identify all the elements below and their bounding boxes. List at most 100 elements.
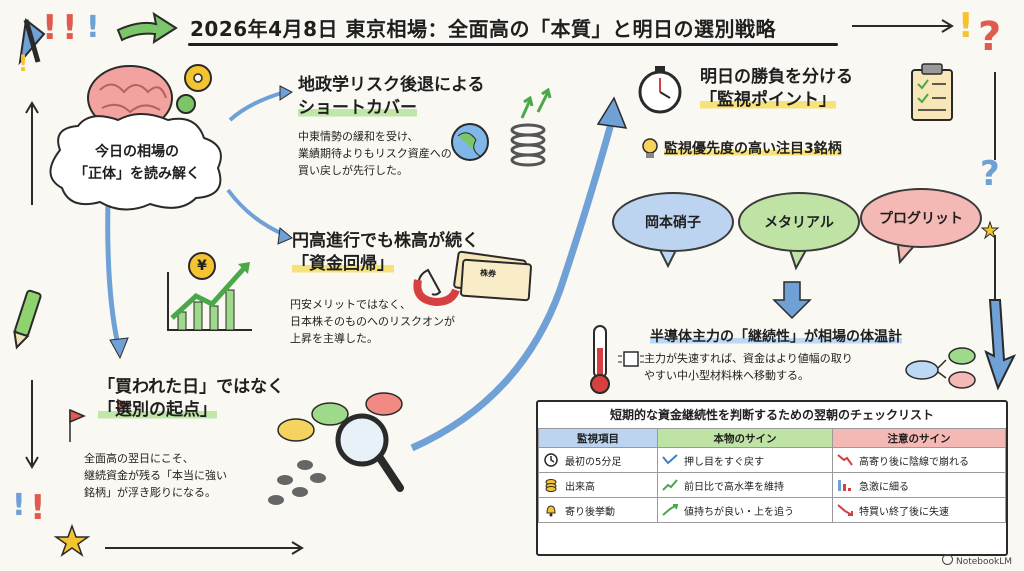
brand-label: NotebookLM bbox=[941, 554, 1012, 567]
section2-body: 円安メリットではなく、 日本株そのものへのリスクオンが 上昇を主導した。 bbox=[290, 296, 455, 347]
stopwatch-icon bbox=[638, 66, 682, 114]
center-cloud-line1: 今日の相場の bbox=[95, 144, 179, 160]
watch-heading-line1: 明日の勝負を分ける bbox=[700, 67, 853, 87]
coins-icon bbox=[543, 477, 559, 493]
section2-body-line: 日本株そのものへのリスクオンが bbox=[290, 315, 455, 329]
rising-chart-icon bbox=[167, 262, 252, 331]
semiconductor-body-line: やすい中小型材料株へ移動する。 bbox=[644, 369, 809, 383]
section2-heading-line2: 「資金回帰」 bbox=[292, 253, 394, 274]
checklist-header-row: 監視項目 本物のサイン 注意のサイン bbox=[538, 428, 1006, 448]
brand-logo-icon bbox=[941, 554, 953, 565]
down-arrow-red-icon bbox=[837, 452, 853, 468]
section1-heading-line1: 地政学リスク後退による bbox=[298, 75, 485, 95]
clipboard-icon bbox=[911, 63, 953, 121]
star-small-icon bbox=[980, 220, 1000, 240]
stock-bubble-okamoto: 岡本硝子 bbox=[612, 192, 734, 252]
watch-heading-line2: 「監視ポイント」 bbox=[700, 89, 836, 110]
stock-name: 岡本硝子 bbox=[645, 215, 701, 231]
flow-diagram-icon bbox=[905, 347, 976, 389]
checklist-title: 短期的な資金継続性を判断するための翌朝のチェックリスト bbox=[609, 408, 934, 422]
section3-body-line: 全面高の翌日にこそ、 bbox=[84, 452, 194, 465]
arrow-down-icon bbox=[772, 281, 812, 320]
clock-icon bbox=[543, 452, 559, 468]
row-item: 最初の5分足 bbox=[565, 456, 622, 468]
footprints-icon bbox=[268, 460, 326, 505]
section3-body-line: 継続資金が残る「本当に強い bbox=[84, 469, 227, 483]
magnifier-icon bbox=[335, 413, 404, 492]
bubble-red-icon bbox=[365, 392, 403, 416]
checklist-panel: 短期的な資金継続性を判断するための翌朝のチェックリスト 監視項目 本物のサイン … bbox=[536, 400, 1008, 556]
brand-text: NotebookLM bbox=[955, 557, 1012, 567]
arrow-right-green-icon bbox=[116, 11, 178, 44]
lightbulb-icon bbox=[642, 138, 658, 158]
header-real: 本物のサイン bbox=[657, 428, 833, 448]
up-arrows-icon bbox=[520, 87, 552, 119]
table-row: 寄り後挙動 値持ちが良い・上を追う 特買い終了後に失速 bbox=[538, 497, 1006, 523]
header-caution: 注意のサイン bbox=[832, 428, 1006, 448]
certificate-label: 株券 bbox=[479, 268, 497, 279]
center-cloud-text: 今日の相場の 「正体」を読み解く bbox=[62, 142, 212, 185]
arrow-to-section3 bbox=[105, 199, 121, 346]
thought-cloud bbox=[49, 113, 222, 211]
exclaim-mark-red-2: ! bbox=[62, 8, 78, 48]
section-watch-points: 明日の勝負を分ける 「監視ポイント」 bbox=[700, 66, 853, 112]
semiconductor-body: 主力が失速すれば、資金はより値幅の取り やすい中小型材料株へ移動する。 bbox=[644, 350, 853, 384]
up-arrow-green-icon bbox=[662, 477, 678, 493]
section-selection-start: 「買われた日」ではなく 「選別の起点」 bbox=[98, 376, 284, 422]
section2-body-line: 円安メリットではなく、 bbox=[290, 298, 411, 311]
watch-sub-heading: 監視優先度の高い注目3銘柄 bbox=[664, 138, 842, 158]
thermometer-icon bbox=[590, 325, 610, 394]
section-money-return: 円高進行でも株高が続く 「資金回帰」 bbox=[292, 230, 479, 276]
exclaim-mark-yellow-right: ! bbox=[958, 6, 974, 46]
title-underline bbox=[188, 43, 838, 46]
star-icon bbox=[53, 523, 91, 557]
magnet-icon bbox=[413, 268, 460, 307]
semiconductor-heading-text: 半導体主力の「継続性」が相場の体温計 bbox=[650, 329, 902, 345]
center-cloud-line2: 「正体」を読み解く bbox=[74, 165, 200, 182]
row-item: 出来高 bbox=[565, 481, 595, 493]
section-short-cover: 地政学リスク後退による ショートカバー 中東情勢の緩和を受け、 業績期待よりもリ… bbox=[298, 74, 485, 179]
stock-name: メタリアル bbox=[764, 215, 834, 231]
certificate-icon bbox=[453, 250, 532, 302]
arrow-to-section1 bbox=[228, 90, 286, 122]
row-real: 値持ちが良い・上を追う bbox=[684, 506, 794, 518]
table-row: 出来高 前日比で高水準を維持 急激に細る bbox=[538, 472, 1006, 498]
down-arrow-red-icon bbox=[837, 502, 853, 518]
chip-icon bbox=[618, 351, 644, 367]
section1-body-line: 買い戻しが先行した。 bbox=[298, 163, 408, 177]
arrow-to-section2 bbox=[226, 188, 286, 237]
header-item: 監視項目 bbox=[538, 428, 658, 448]
row-caution: 特買い終了後に失速 bbox=[859, 506, 949, 518]
bubble-yellow-icon bbox=[277, 418, 315, 442]
rebound-arrow-icon bbox=[662, 452, 678, 468]
checklist-table: 監視項目 本物のサイン 注意のサイン 最初の5分足 押し目をすぐ戻す 高寄り後に… bbox=[538, 428, 1006, 523]
exclaim-mark-blue-bottom: ! bbox=[12, 488, 26, 523]
stock-name: プログリット bbox=[879, 211, 963, 227]
arrow-to-watch bbox=[410, 119, 616, 452]
section2-heading-line1: 円高進行でも株高が続く bbox=[292, 231, 479, 251]
row-item: 寄り後挙動 bbox=[565, 506, 615, 518]
row-caution: 急激に細る bbox=[859, 481, 909, 493]
watch-sub-heading-text: 監視優先度の高い注目3銘柄 bbox=[664, 141, 842, 157]
yen-coin-icon: ¥ bbox=[188, 252, 216, 280]
semiconductor-body-line: 主力が失速すれば、資金はより値幅の取り bbox=[644, 352, 853, 365]
question-mark-red: ? bbox=[978, 14, 1002, 60]
section3-heading-line2: 「選別の起点」 bbox=[98, 399, 217, 420]
table-row: 最初の5分足 押し目をすぐ戻す 高寄り後に陰線で崩れる bbox=[538, 447, 1006, 473]
stock-bubble-metareal: メタリアル bbox=[738, 192, 860, 252]
bell-icon bbox=[543, 502, 559, 518]
exclaim-mark-red-bottom: ! bbox=[30, 488, 46, 528]
section1-body: 中東情勢の緩和を受け、 業績期待よりもリスク資産への 買い戻しが先行した。 bbox=[298, 128, 485, 179]
up-arrow-green-icon bbox=[662, 502, 678, 518]
page-title: 2026年4月8日 東京相場：全面高の「本質」と明日の選別戦略 bbox=[190, 16, 776, 41]
stock-bubble-progrit: プログリット bbox=[860, 188, 982, 248]
section1-body-line: 業績期待よりもリスク資産への bbox=[298, 146, 452, 160]
question-mark-blue: ? bbox=[980, 154, 1000, 194]
section3-body-line: 銘柄」が浮き彫りになる。 bbox=[84, 486, 216, 500]
bubble-green-icon bbox=[311, 402, 349, 426]
yen-symbol: ¥ bbox=[197, 258, 207, 274]
exclaim-mark-blue: ! bbox=[86, 10, 100, 45]
section3-heading-line1: 「買われた日」ではなく bbox=[98, 377, 285, 397]
globe-icon bbox=[451, 123, 489, 161]
